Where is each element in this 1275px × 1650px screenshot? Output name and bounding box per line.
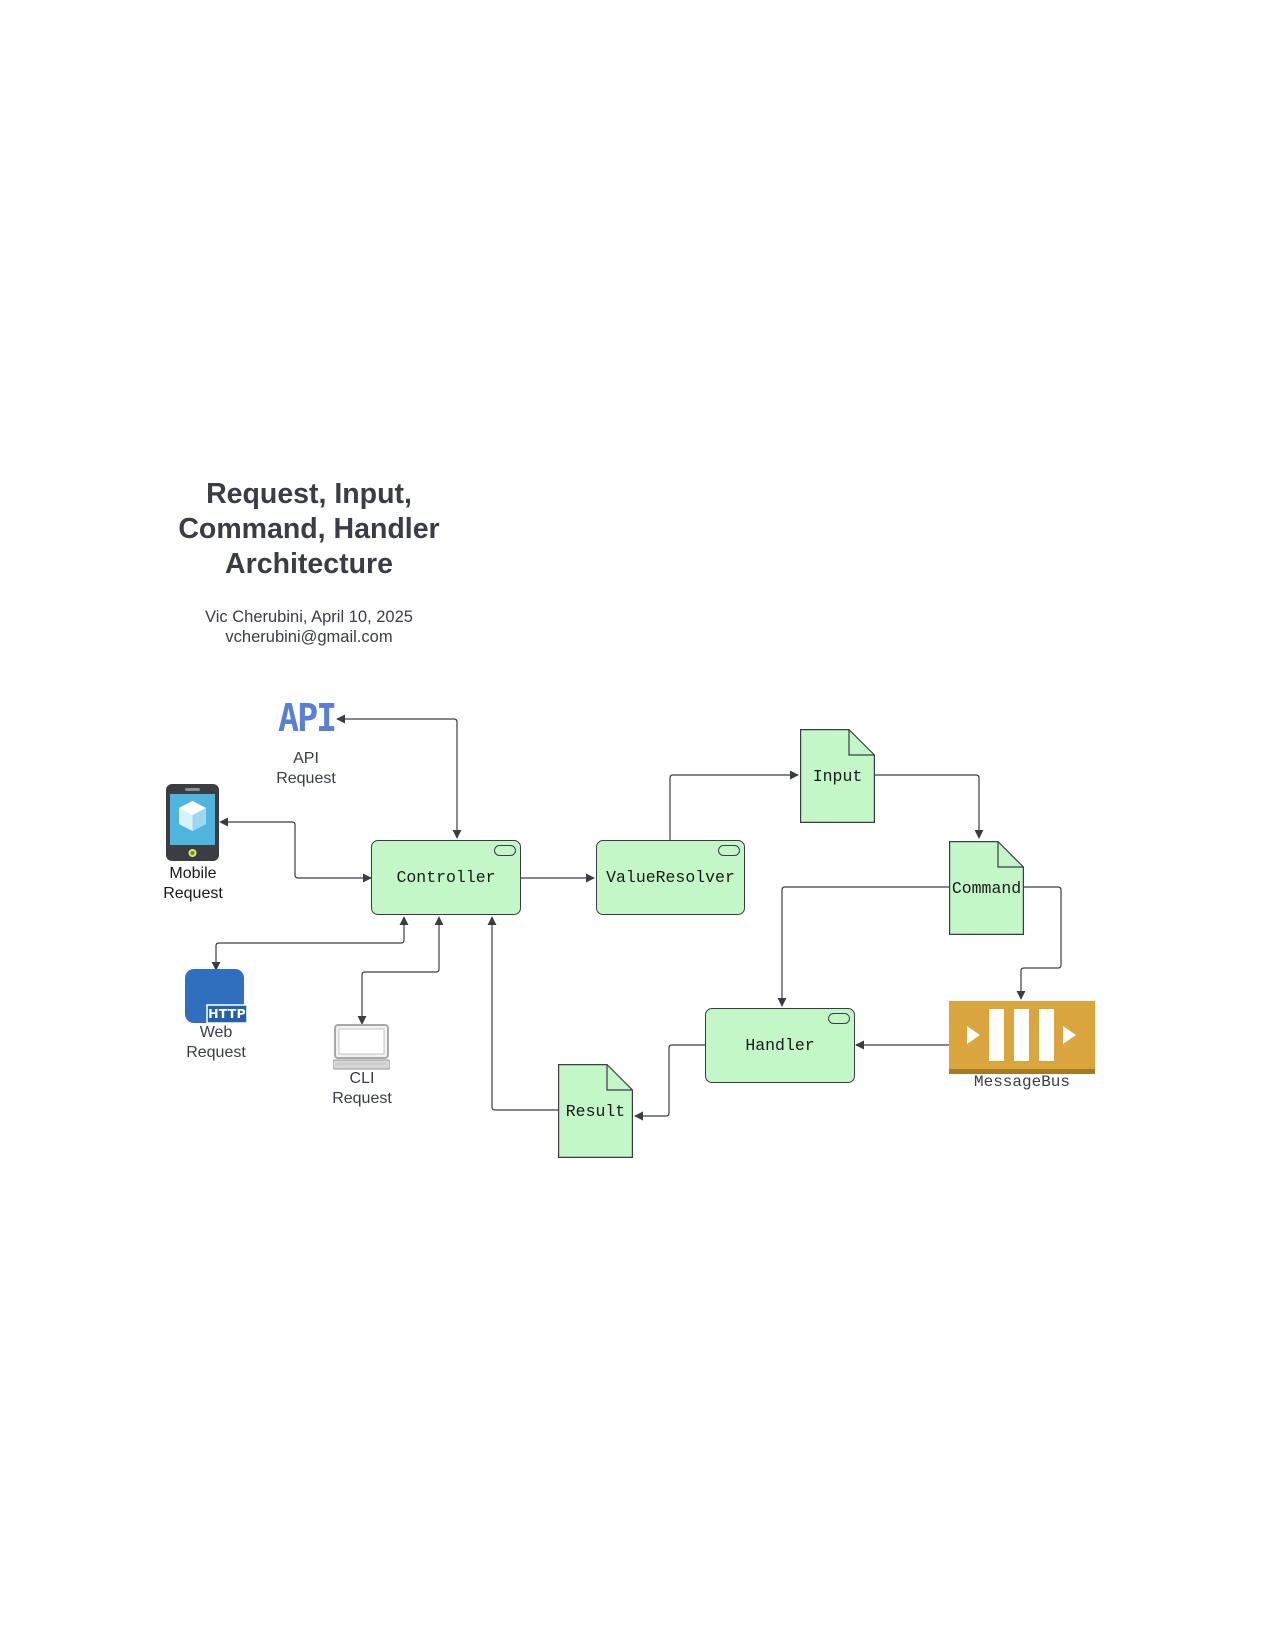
component-icon: [718, 845, 740, 856]
web-request-label: Web Request: [186, 1024, 246, 1061]
valueresolver-label: ValueResolver: [606, 868, 735, 887]
byline: Vic Cherubini, April 10, 2025 vcherubini…: [150, 607, 468, 647]
controller-component: Controller: [371, 840, 521, 915]
author-email: vcherubini@gmail.com: [225, 628, 393, 646]
web-http-icon: HTTP: [185, 969, 248, 1025]
edge-web-controller: [211, 916, 409, 971]
mobile-request-label: Mobile Request: [163, 865, 223, 902]
edge-command-handler: [777, 886, 949, 1007]
result-document: Result: [558, 1064, 633, 1158]
cli-request-label: CLI Request: [332, 1070, 392, 1107]
result-label: Result: [565, 1101, 626, 1121]
edge-api-controller: [336, 714, 462, 839]
valueresolver-component: ValueResolver: [596, 840, 745, 915]
handler-label: Handler: [745, 1036, 815, 1055]
api-icon: API: [278, 697, 337, 741]
edge-input-command: [875, 774, 984, 839]
component-icon: [828, 1013, 850, 1024]
command-document: Command: [949, 841, 1024, 935]
edge-handler-result: [634, 1044, 705, 1121]
input-label: Input: [812, 766, 863, 786]
edge-command-messagebus: [1016, 886, 1062, 1000]
edge-mobile-controller: [219, 817, 372, 883]
input-document: Input: [800, 729, 875, 823]
controller-label: Controller: [396, 868, 496, 887]
handler-component: Handler: [705, 1008, 855, 1083]
laptop-icon: [332, 1024, 391, 1071]
title-line-1: Request, Input,: [206, 478, 412, 510]
mobile-phone-icon: [166, 784, 219, 861]
command-label: Command: [951, 878, 1022, 898]
component-icon: [494, 845, 516, 856]
http-badge: HTTP: [208, 1006, 246, 1021]
edge-cli-controller: [357, 916, 444, 1025]
edge-valueresolver-input: [669, 770, 799, 840]
title-line-2: Command, Handler: [178, 513, 440, 545]
title-line-3: Architecture: [225, 548, 393, 580]
diagram-title: Request, Input, Command, Handler Archite…: [150, 477, 468, 582]
api-request-label: API Request: [276, 750, 336, 787]
message-bus-icon: [949, 1001, 1095, 1074]
author-date: Vic Cherubini, April 10, 2025: [205, 608, 413, 626]
messagebus-label: MessageBus: [973, 1073, 1070, 1091]
edge-result-controller: [487, 916, 558, 1111]
